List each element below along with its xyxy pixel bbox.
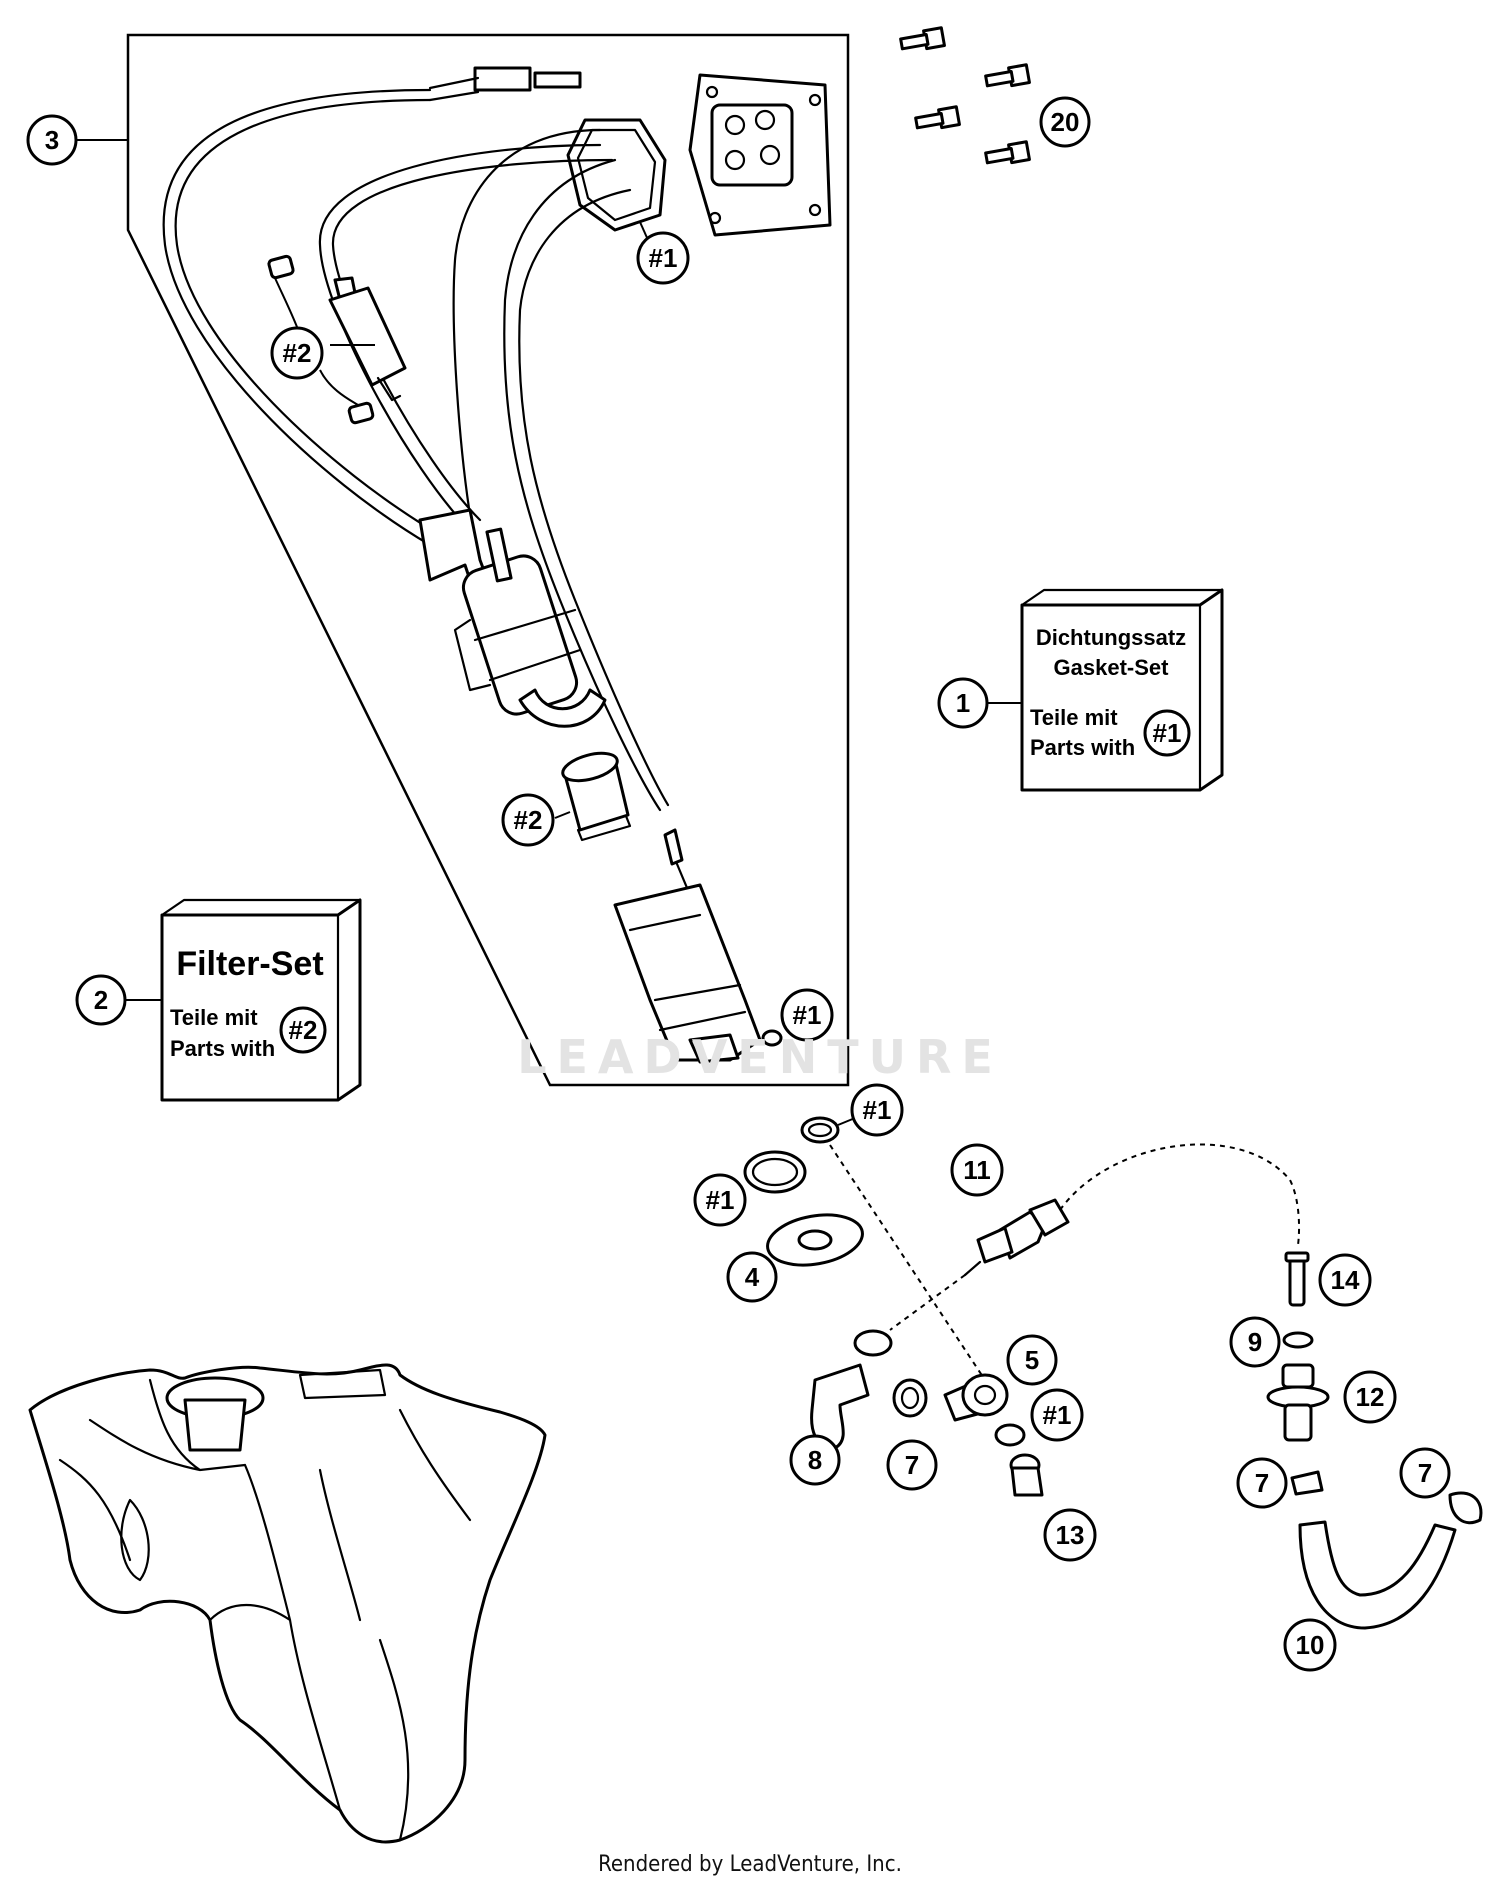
footer-credit: Rendered by LeadVenture, Inc.	[598, 1852, 902, 1877]
dashed-guide-c	[889, 1274, 966, 1331]
filter-box-title: Filter-Set	[176, 945, 323, 983]
callout-12: 12	[1343, 1370, 1397, 1424]
svg-text:#2: #2	[514, 805, 543, 835]
pump-flange-cover	[688, 73, 832, 237]
watermark: LEADVENTURE	[517, 1030, 1003, 1084]
svg-text:11: 11	[963, 1155, 991, 1185]
callout-1-flange: #1	[636, 231, 690, 285]
oring-9	[1282, 1331, 1314, 1349]
callout-1-oring-a: #1	[850, 1083, 904, 1137]
connector-11	[963, 1198, 1070, 1277]
svg-text:#1: #1	[793, 1000, 822, 1030]
oring-small-top	[800, 1116, 840, 1144]
screw-set-20	[899, 26, 1031, 165]
gasket-box-line1: Dichtungssatz	[1036, 625, 1186, 650]
callout-1-oring-c: #1	[1030, 1388, 1084, 1442]
callout-1-pump: #1	[780, 988, 834, 1042]
svg-text:5: 5	[1025, 1345, 1039, 1375]
dashed-guide-b	[1059, 1143, 1301, 1246]
callout-4: 4	[726, 1251, 778, 1303]
svg-text:#1: #1	[863, 1095, 892, 1125]
clamp-7-right-a	[1290, 1470, 1324, 1496]
inline-filter	[267, 254, 407, 425]
callout-7-mid: 7	[886, 1439, 938, 1491]
screw	[984, 63, 1031, 88]
callout-7-right-a: 7	[1236, 1457, 1288, 1509]
screw	[914, 105, 961, 130]
svg-text:7: 7	[905, 1450, 919, 1480]
callout-13: 13	[1043, 1508, 1097, 1562]
svg-text:20: 20	[1051, 107, 1080, 137]
callout-5: 5	[1006, 1334, 1058, 1386]
filter-set-box: Filter-Set Teile mit Parts with	[160, 898, 362, 1102]
oring-large-inner	[751, 1157, 799, 1187]
callout-1-box: 1	[937, 677, 989, 729]
pin-14	[1284, 1251, 1310, 1307]
callout-2-top: #2	[270, 326, 324, 380]
filter-box-line3: Teile mit	[170, 1005, 258, 1030]
leader-2-mid	[554, 811, 571, 819]
callout-7-right-b: 7	[1399, 1447, 1451, 1499]
assembly-frame	[126, 33, 850, 1087]
callout-14: 14	[1318, 1253, 1372, 1307]
callout-10: 10	[1283, 1618, 1337, 1672]
gasket-set-box: Dichtungssatz Gasket-Set Teile mit Parts…	[1020, 588, 1224, 792]
svg-text:#1: #1	[649, 243, 678, 273]
svg-text:#1: #1	[706, 1185, 735, 1215]
callout-2-box: 2	[75, 974, 127, 1026]
seal-4	[766, 1213, 864, 1267]
gasket-box-line4: Parts with	[1030, 735, 1135, 760]
svg-text:13: 13	[1056, 1520, 1085, 1550]
svg-text:#2: #2	[283, 338, 312, 368]
svg-text:4: 4	[745, 1262, 760, 1292]
callout-9: 9	[1229, 1316, 1281, 1368]
svg-text:7: 7	[1418, 1458, 1432, 1488]
strainer-ring	[561, 751, 632, 842]
svg-text:#2: #2	[289, 1015, 318, 1045]
screw	[899, 26, 946, 51]
pump-oring	[761, 1029, 783, 1047]
svg-text:12: 12	[1356, 1382, 1385, 1412]
leader-1-top	[639, 221, 649, 241]
callout-8: 8	[789, 1434, 841, 1486]
svg-text:3: 3	[45, 125, 59, 155]
oring-5	[994, 1423, 1026, 1447]
clamp-8	[853, 1329, 893, 1357]
dashed-guide-a	[829, 1144, 986, 1381]
harness-and-hoses	[162, 66, 670, 812]
gasket-box-line2: Gasket-Set	[1054, 655, 1170, 680]
fuel-tank	[28, 1363, 547, 1844]
banjo-5	[943, 1373, 1009, 1422]
fuel-pump	[418, 508, 607, 728]
flange-gasket	[566, 118, 667, 232]
svg-text:#1: #1	[1153, 718, 1182, 748]
svg-text:2: 2	[94, 985, 108, 1015]
bolt-13	[1009, 1453, 1044, 1497]
callout-3: 3	[26, 114, 78, 166]
clamp-7-mid	[892, 1378, 928, 1418]
screw	[984, 140, 1031, 165]
svg-text:1: 1	[956, 688, 970, 718]
svg-text:9: 9	[1248, 1327, 1262, 1357]
svg-text:#1: #1	[1043, 1400, 1072, 1430]
callout-11: 11	[950, 1143, 1004, 1197]
callout-2-box-ref: #2	[279, 1006, 327, 1054]
hose-10	[1298, 1520, 1457, 1630]
clamp-7-right-b	[1448, 1491, 1483, 1525]
callout-20: 20	[1039, 96, 1091, 148]
fitting-12	[1266, 1363, 1330, 1442]
fuel-filter-housing	[613, 828, 762, 1064]
callout-1-oring-b: #1	[693, 1173, 747, 1227]
svg-text:7: 7	[1255, 1468, 1269, 1498]
svg-text:14: 14	[1331, 1265, 1360, 1295]
oring-small-top-inner	[807, 1122, 833, 1138]
filter-box-line4: Parts with	[170, 1036, 275, 1061]
svg-text:10: 10	[1296, 1630, 1325, 1660]
svg-text:8: 8	[808, 1445, 822, 1475]
callout-1-box-ref: #1	[1143, 709, 1191, 757]
callout-2-mid: #2	[501, 793, 555, 847]
gasket-box-line3: Teile mit	[1030, 705, 1118, 730]
